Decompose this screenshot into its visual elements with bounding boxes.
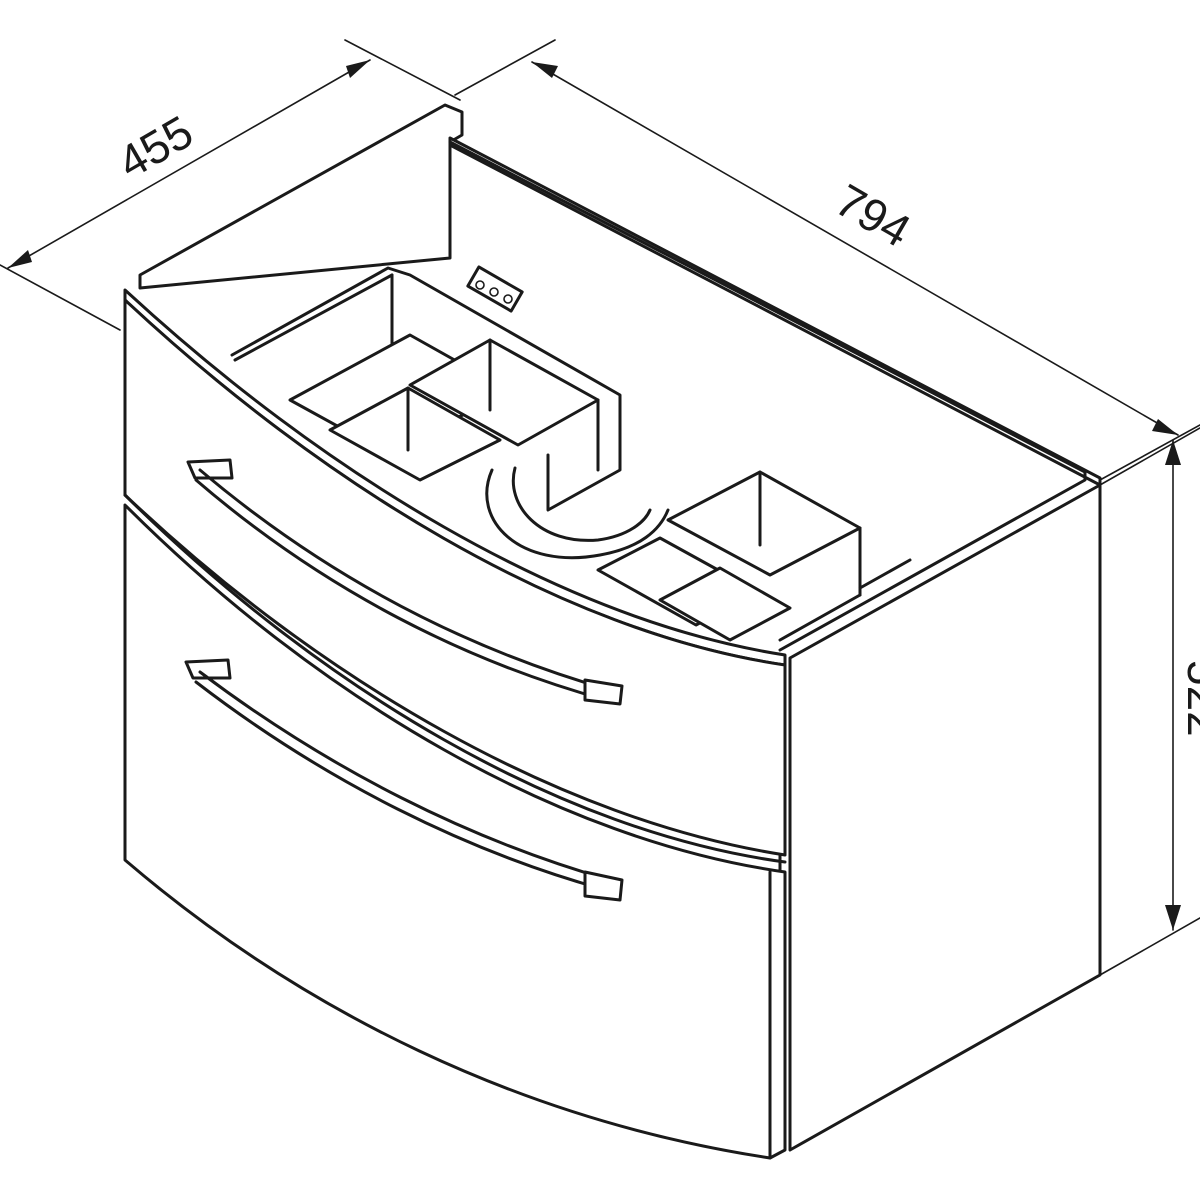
- lower-drawer[interactable]: [123, 503, 787, 1160]
- height-label: 522: [1178, 660, 1200, 737]
- upper-drawer-handle[interactable]: [186, 458, 624, 706]
- width-label: 794: [827, 174, 919, 257]
- depth-label: 455: [109, 105, 201, 188]
- drawer-organizer: [230, 265, 912, 642]
- upper-drawer[interactable]: [123, 288, 787, 864]
- cabinet-body: [123, 103, 1102, 1154]
- height-dimension: 522: [1099, 427, 1200, 976]
- lower-drawer-handle[interactable]: [184, 658, 624, 902]
